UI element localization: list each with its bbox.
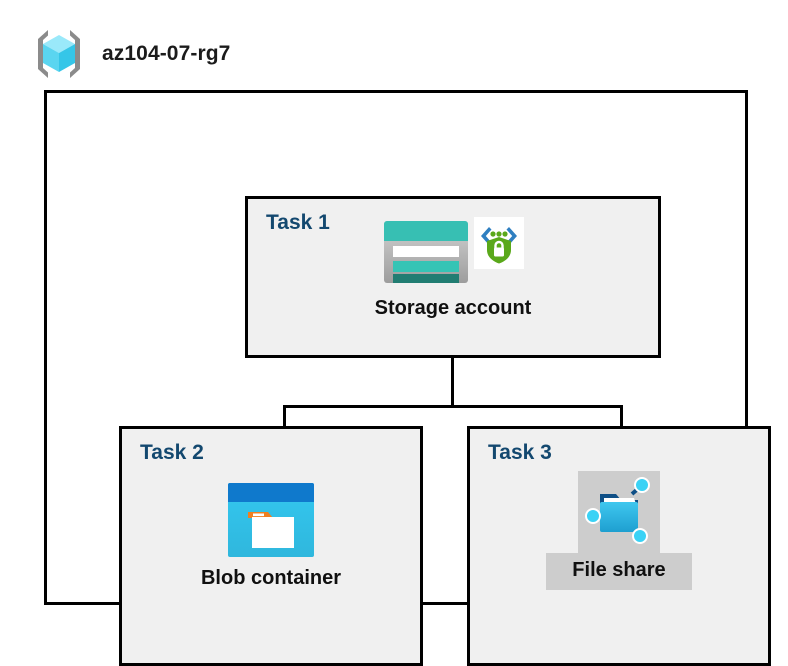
resource-group-boundary: Task 1 — [44, 90, 771, 666]
file-share-caption-plate: File share — [546, 553, 692, 590]
node-blob-container[interactable]: Blob container — [122, 481, 420, 590]
task-box-2[interactable]: Task 2 Blob contai — [119, 426, 423, 666]
connector-stem-task1 — [451, 313, 454, 408]
storage-account-icon — [384, 221, 468, 283]
node-storage-account[interactable]: Storage account — [248, 217, 658, 320]
file-share-caption: File share — [572, 559, 666, 581]
task-1-label: Task 1 — [266, 211, 330, 234]
connector-horizontal-bar — [283, 405, 623, 408]
blob-container-caption: Blob container — [200, 567, 341, 589]
task-box-3[interactable]: Task 3 — [467, 426, 771, 666]
file-share-icon-plate — [578, 471, 660, 553]
blob-container-icon — [228, 483, 314, 557]
resource-group-cube-icon — [38, 30, 80, 78]
task-3-label: Task 3 — [488, 441, 552, 464]
storage-icon-row — [382, 217, 524, 289]
task-box-1[interactable]: Task 1 — [245, 196, 661, 358]
resource-group-header: az104-07-rg7 — [30, 26, 230, 82]
task-2-label: Task 2 — [140, 441, 204, 464]
storage-account-caption: Storage account — [374, 297, 532, 319]
secure-transfer-shield-icon — [474, 217, 524, 269]
file-share-icon — [585, 477, 650, 544]
node-file-share[interactable]: File share — [470, 471, 768, 590]
resource-group-title: az104-07-rg7 — [102, 42, 231, 65]
